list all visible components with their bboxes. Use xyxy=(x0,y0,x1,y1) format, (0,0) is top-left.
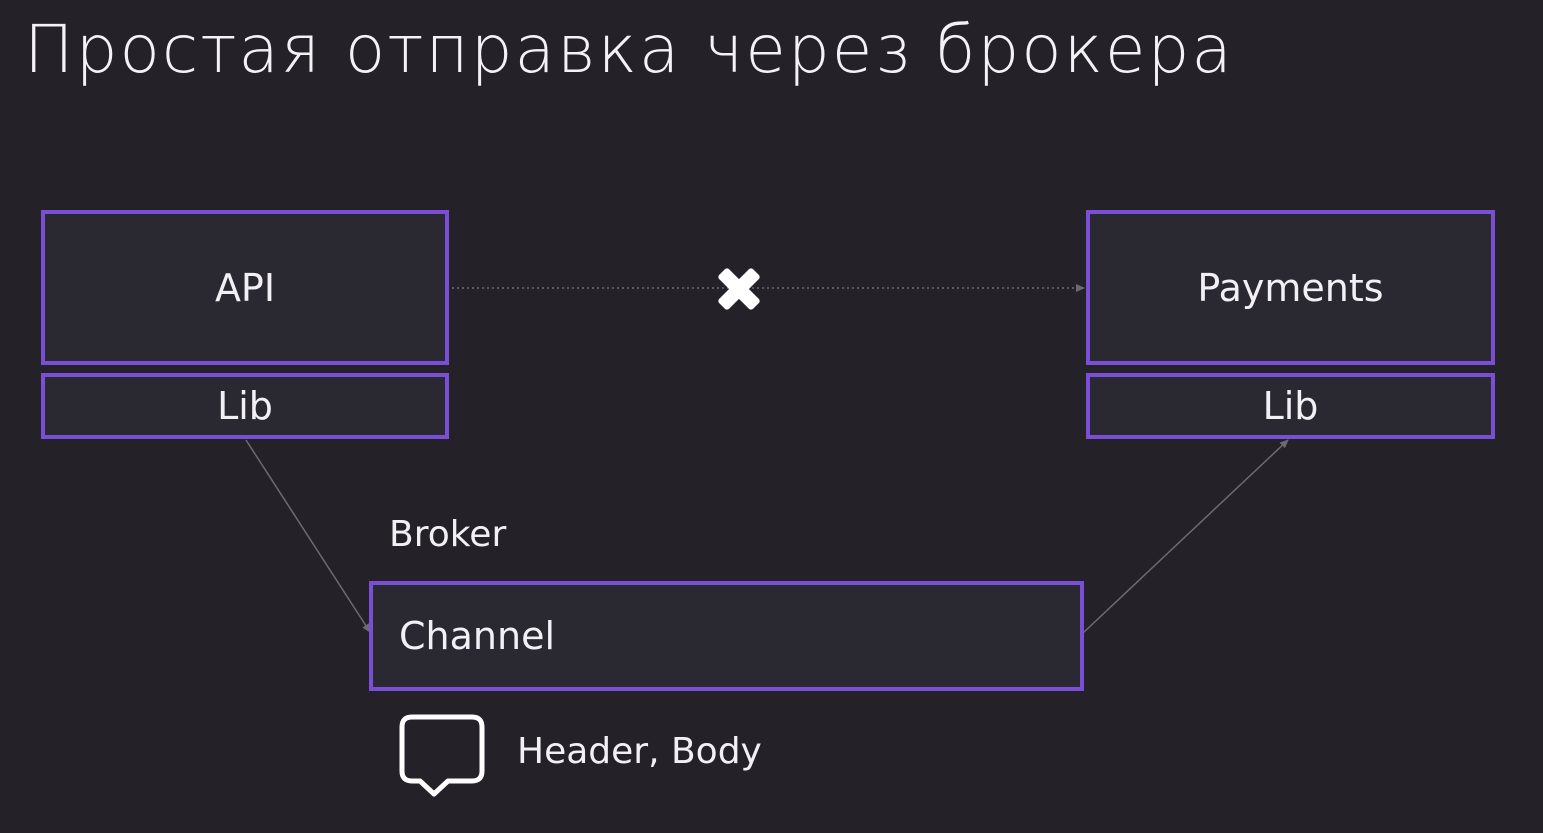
api-service-box: API xyxy=(41,210,449,365)
payments-service-box: Payments xyxy=(1086,210,1495,365)
api-lib-box: Lib xyxy=(41,373,449,439)
broker-label: Broker xyxy=(389,514,507,555)
cross-icon xyxy=(718,268,760,310)
message-fields-label: Header, Body xyxy=(517,731,762,772)
channel-to-payments-arrow xyxy=(1082,439,1289,634)
payments-service-label: Payments xyxy=(1197,265,1384,310)
api-to-channel-arrow xyxy=(245,439,371,633)
slide-title: Простая отправка через брокера xyxy=(24,11,1234,88)
channel-box: Channel xyxy=(369,581,1084,691)
api-lib-label: Lib xyxy=(217,384,273,428)
channel-label: Channel xyxy=(399,614,556,658)
speech-bubble-icon xyxy=(399,714,485,797)
api-service-label: API xyxy=(214,265,276,310)
payments-lib-label: Lib xyxy=(1262,384,1319,428)
payments-lib-box: Lib xyxy=(1086,373,1495,439)
